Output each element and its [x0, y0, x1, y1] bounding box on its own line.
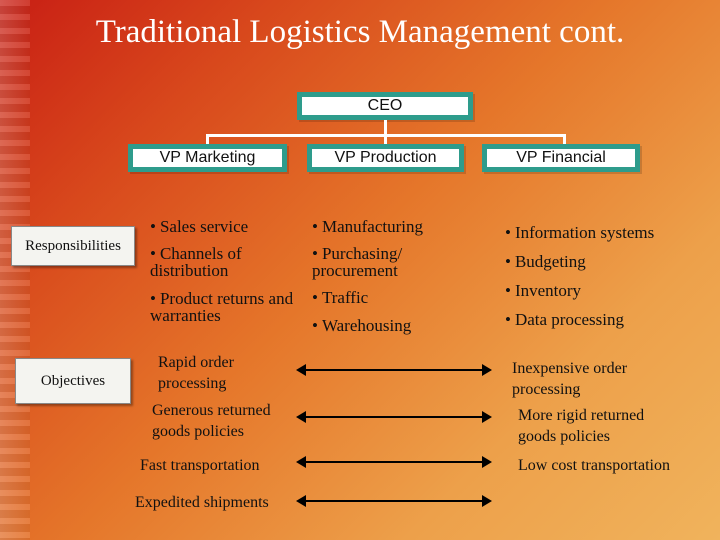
- decorative-strip: [0, 0, 30, 540]
- list-item: •Manufacturing: [312, 217, 423, 236]
- list-item: •Channels of distribution: [150, 244, 242, 280]
- financial-responsibilities: •Information systems •Budgeting •Invento…: [505, 224, 705, 328]
- list-item: •Inventory: [505, 281, 582, 300]
- objective-left-4: Expedited shipments: [135, 494, 269, 511]
- list-item: •Budgeting: [505, 252, 586, 271]
- tradeoff-arrow-2: [296, 411, 492, 423]
- vp-production-box: VP Production: [307, 144, 464, 172]
- objective-left-2: Generous returned goods policies: [152, 402, 271, 440]
- vp-marketing-box: VP Marketing: [128, 144, 287, 172]
- slide-title: Traditional Logistics Management cont.: [95, 14, 625, 50]
- objective-left-1: Rapid order processing: [158, 354, 234, 392]
- list-item: •Data processing: [505, 310, 625, 329]
- ceo-connector: [384, 120, 387, 136]
- objective-right-2: More rigid returned goods policies: [518, 407, 645, 445]
- marketing-responsibilities: •Sales service •Channels of distribution…: [150, 218, 300, 324]
- list-item: •Traffic: [312, 288, 369, 307]
- objective-left-3: Fast transportation: [140, 457, 260, 474]
- objective-right-1: Inexpensive order processing: [512, 360, 628, 398]
- tradeoff-arrow-4: [296, 495, 492, 507]
- list-item: •Purchasing/ procurement: [312, 244, 403, 280]
- list-item: •Information systems: [505, 223, 655, 242]
- vp-financial-box: VP Financial: [482, 144, 640, 172]
- production-responsibilities: •Manufacturing •Purchasing/ procurement …: [312, 218, 472, 334]
- objectives-label: Objectives: [15, 358, 131, 404]
- objective-right-3: Low cost transportation: [518, 457, 670, 474]
- tradeoff-arrow-1: [296, 364, 492, 376]
- financial-connector: [563, 134, 566, 145]
- list-item: •Warehousing: [312, 316, 412, 335]
- responsibilities-label: Responsibilities: [11, 226, 135, 266]
- list-item: •Product returns and warranties: [150, 289, 294, 325]
- list-item: •Sales service: [150, 217, 249, 236]
- production-connector: [384, 134, 387, 145]
- marketing-connector: [206, 134, 209, 145]
- ceo-box: CEO: [297, 92, 473, 120]
- tradeoff-arrow-3: [296, 456, 492, 468]
